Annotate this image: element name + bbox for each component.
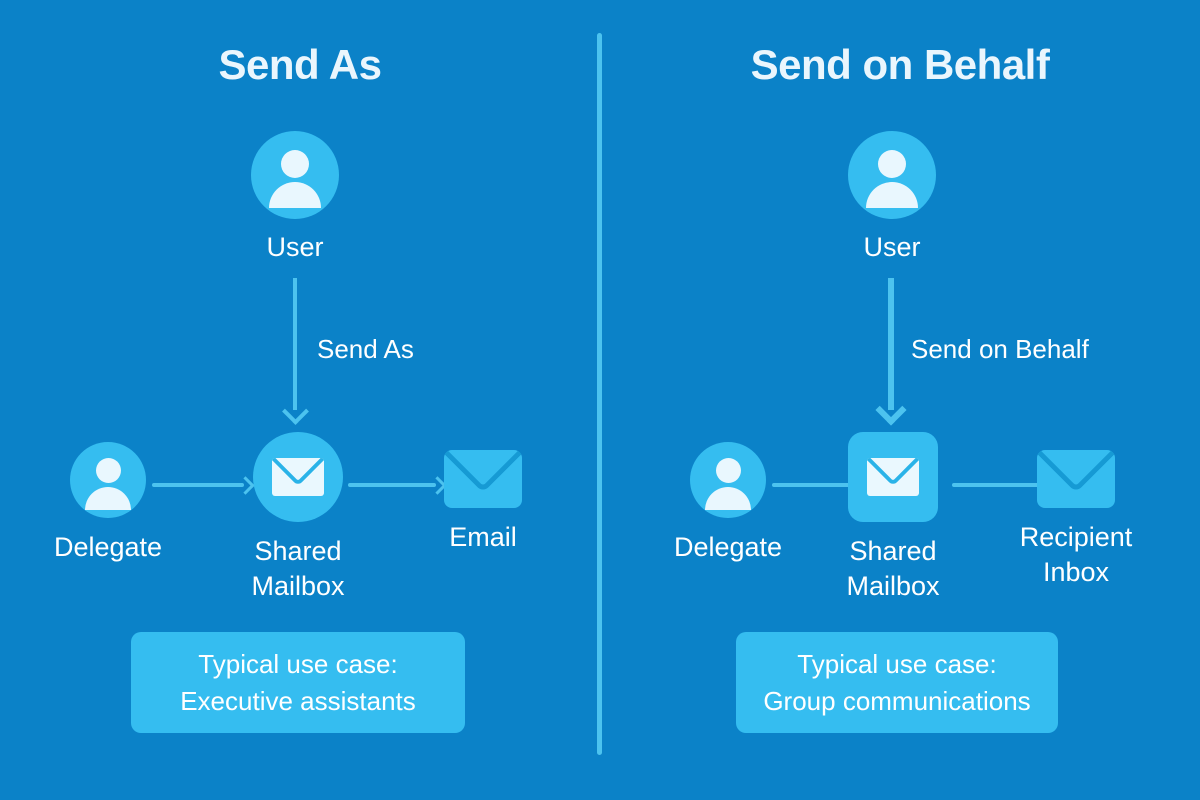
envelope-flap-shape <box>1037 450 1115 493</box>
node-email-send-as: Email <box>395 450 571 555</box>
arrow-label-send-as: Send As <box>317 334 414 364</box>
avatar-head-shape <box>878 150 906 178</box>
user-avatar-icon <box>251 131 339 219</box>
usecase-box-send-on-behalf: Typical use case: Group communications <box>736 632 1058 733</box>
envelope-icon <box>444 450 522 508</box>
node-shared-mailbox-send-as: Shared Mailbox <box>210 432 386 604</box>
node-recipient-inbox-label: Recipient Inbox <box>1019 522 1133 588</box>
avatar-body-shape <box>269 182 321 208</box>
panel-title-send-as: Send As <box>218 41 382 88</box>
node-delegate-label: Delegate <box>673 532 783 562</box>
avatar-head-shape <box>95 458 121 483</box>
node-delegate-send-on-behalf: Delegate <box>640 442 816 565</box>
node-delegate-send-as: Delegate <box>20 442 196 565</box>
arrow-send-as-vertical <box>281 278 309 425</box>
user-avatar-icon <box>848 131 936 219</box>
node-user-label: User <box>863 232 921 262</box>
user-avatar-icon <box>690 442 766 518</box>
avatar-body-shape <box>866 182 918 208</box>
user-avatar-icon <box>70 442 146 518</box>
panel-send-as: Send As User Send As Delegate <box>20 41 571 733</box>
avatar-head-shape <box>715 458 741 483</box>
connector-line <box>152 483 244 487</box>
connector-delegate-to-mailbox <box>772 475 873 495</box>
arrow-send-on-behalf-vertical <box>875 278 907 426</box>
arrow-shaft <box>888 278 894 410</box>
envelope-flap-shape <box>867 458 919 487</box>
node-recipient-inbox: Recipient Inbox <box>988 450 1164 590</box>
connector-line <box>952 483 1040 487</box>
connector-mailbox-to-email <box>348 475 447 495</box>
node-email-label: Email <box>449 522 517 552</box>
connector-line <box>348 483 436 487</box>
panel-divider <box>597 33 602 755</box>
panel-title-send-on-behalf: Send on Behalf <box>750 41 1050 88</box>
connector-delegate-to-mailbox <box>152 475 255 495</box>
envelope-circle-icon <box>253 432 343 522</box>
envelope-square-icon <box>848 432 938 522</box>
arrow-shaft <box>293 278 297 410</box>
node-shared-mailbox-label: Shared Mailbox <box>846 536 940 602</box>
connector-line <box>772 483 862 487</box>
arrow-head-icon <box>281 398 309 425</box>
node-user-send-on-behalf: User <box>802 131 982 264</box>
envelope-shape <box>867 458 919 496</box>
node-shared-mailbox-send-on-behalf: Shared Mailbox <box>805 432 981 604</box>
connector-mailbox-to-recipient-inbox <box>952 483 1040 487</box>
usecase-box-send-as: Typical use case: Executive assistants <box>131 632 465 733</box>
envelope-flap-shape <box>272 458 324 487</box>
node-shared-mailbox-label: Shared Mailbox <box>251 536 345 602</box>
node-delegate-label: Delegate <box>53 532 163 562</box>
avatar-body-shape <box>85 487 131 510</box>
envelope-flap-shape <box>444 450 522 493</box>
envelope-icon <box>1037 450 1115 508</box>
panel-send-on-behalf: Send on Behalf <box>600 0 1200 800</box>
avatar-body-shape <box>705 487 751 510</box>
node-user-send-as: User <box>205 131 385 264</box>
arrow-label-send-on-behalf: Send on Behalf <box>911 334 1089 364</box>
envelope-shape <box>272 458 324 496</box>
node-user-label: User <box>266 232 324 262</box>
avatar-head-shape <box>281 150 309 178</box>
